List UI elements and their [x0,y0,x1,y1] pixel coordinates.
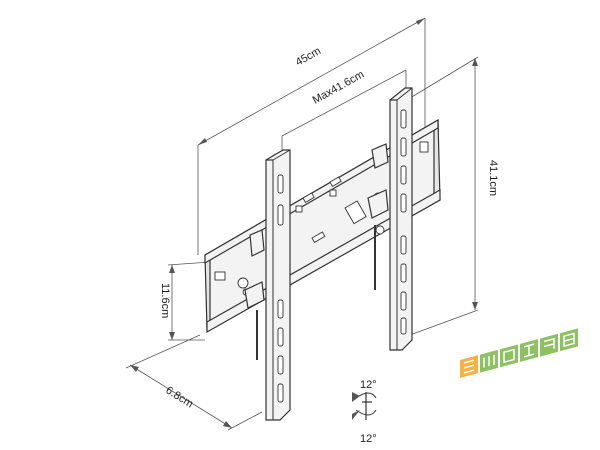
dim-11-6cm [167,261,211,341]
label-tilt-down: 12° [360,433,377,445]
brand-logo [460,328,578,378]
label-11-6cm: 11.6cm [159,283,171,318]
right-vertical-arm [367,87,413,351]
dim-max41-6cm [281,69,407,150]
label-max41-6cm: Max41.6cm [311,69,367,107]
label-6-8cm: 6.8cm [163,384,195,410]
dim-45cm [197,17,426,255]
label-45cm: 45cm [294,45,323,69]
tilt-symbol [352,392,377,420]
left-vertical-arm [244,149,291,421]
dim-6-8cm [125,334,263,431]
label-41-1cm: 41.1cm [487,160,499,196]
dim-41-1cm [409,56,479,336]
label-tilt-up: 12° [360,379,377,391]
